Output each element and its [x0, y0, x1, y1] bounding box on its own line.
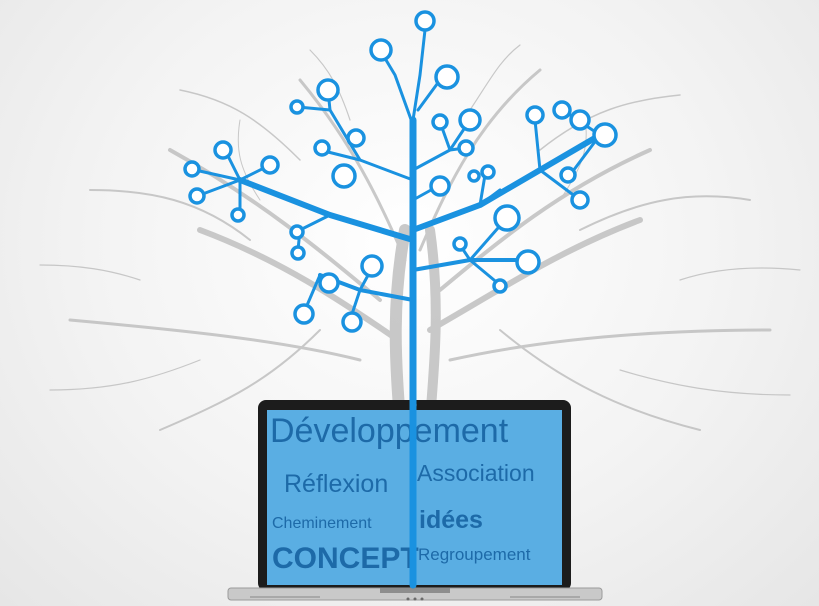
idea-tree-nodes: [183, 10, 618, 333]
laptop-speaker-left: [250, 596, 320, 598]
word-reflexion: Réflexion: [284, 470, 389, 498]
background-tree: [39, 44, 801, 431]
word-developpement: Développement: [270, 412, 509, 450]
word-cheminement: Cheminement: [272, 515, 372, 532]
laptop-speaker-right: [510, 596, 580, 598]
laptop-dots: [406, 597, 424, 601]
word-idees: idées: [419, 506, 483, 534]
word-regroupement: Regroupement: [418, 545, 531, 564]
idea-tree: [193, 28, 603, 589]
word-association: Association: [417, 460, 535, 486]
word-concept: CONCEPT: [272, 542, 419, 575]
laptop-hinge: [380, 588, 450, 593]
